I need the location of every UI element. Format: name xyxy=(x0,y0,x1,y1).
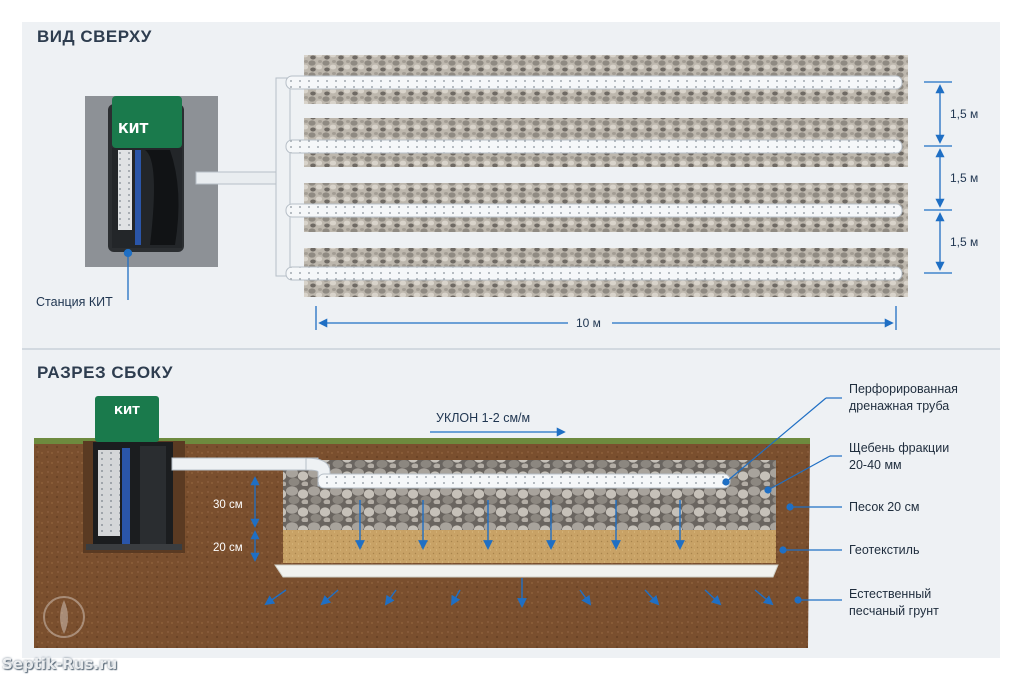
slope-label: УКЛОН 1-2 см/м xyxy=(436,411,531,425)
length-label: 10 м xyxy=(576,316,601,330)
depth-label-30: 30 см xyxy=(213,499,243,511)
spacing-label-3: 1,5 м xyxy=(950,235,979,249)
legend-sand: Песок 20 см xyxy=(849,499,919,516)
legend-natural-soil: Естественный песчаный грунт xyxy=(849,586,939,620)
side-outlet-pipe xyxy=(171,457,319,471)
legend-gravel-line2: 20-40 мм xyxy=(849,458,902,472)
top-manifold-pipe xyxy=(275,77,291,277)
station-tank-side xyxy=(83,396,185,553)
tank-logo-top: КИТ xyxy=(118,122,149,137)
legend-leaders xyxy=(722,397,842,604)
legend-geotextile-line1: Геотекстиль xyxy=(849,543,920,557)
spacing-label-1: 1,5 м xyxy=(950,107,979,121)
gravel-bed xyxy=(283,460,776,530)
watermark-logo xyxy=(43,596,85,638)
legend-perforated-pipe-line1: Перфорированная xyxy=(849,382,958,396)
top-drain-beds xyxy=(285,55,908,297)
spacing-label-2: 1,5 м xyxy=(950,171,979,185)
grass-strip xyxy=(34,438,810,446)
flow-arrows xyxy=(264,500,774,608)
station-leader xyxy=(123,248,133,300)
sand-layer xyxy=(283,530,776,563)
depth-label-20: 20 см xyxy=(213,542,243,554)
legend-perforated-pipe-line2: дренажная труба xyxy=(849,399,950,413)
legend-geotextile: Геотекстиль xyxy=(849,542,919,559)
watermark-text: Septik-Rus.ru xyxy=(2,655,118,673)
spacing-dimension xyxy=(924,81,952,274)
top-outlet-pipe xyxy=(195,171,285,185)
side-view-heading: РАЗРЕЗ СБОКУ xyxy=(37,363,173,382)
legend-natural-soil-line2: песчаный грунт xyxy=(849,604,939,618)
legend-gravel: Щебень фракции 20-40 мм xyxy=(849,440,949,474)
legend-sand-line1: Песок 20 см xyxy=(849,500,920,514)
tank-logo-side: КИТ xyxy=(114,404,140,417)
legend-perforated-pipe: Перфорированная дренажная труба xyxy=(849,381,958,415)
legend-gravel-line1: Щебень фракции xyxy=(849,441,950,455)
geotextile xyxy=(274,564,779,578)
station-label: Станция КИТ xyxy=(36,295,113,309)
station-tank-top xyxy=(108,96,184,252)
length-dimension xyxy=(315,306,897,330)
top-view-heading: ВИД СВЕРХУ xyxy=(37,27,152,46)
side-drain-pipe xyxy=(317,473,731,489)
legend-natural-soil-line1: Естественный xyxy=(849,587,932,601)
